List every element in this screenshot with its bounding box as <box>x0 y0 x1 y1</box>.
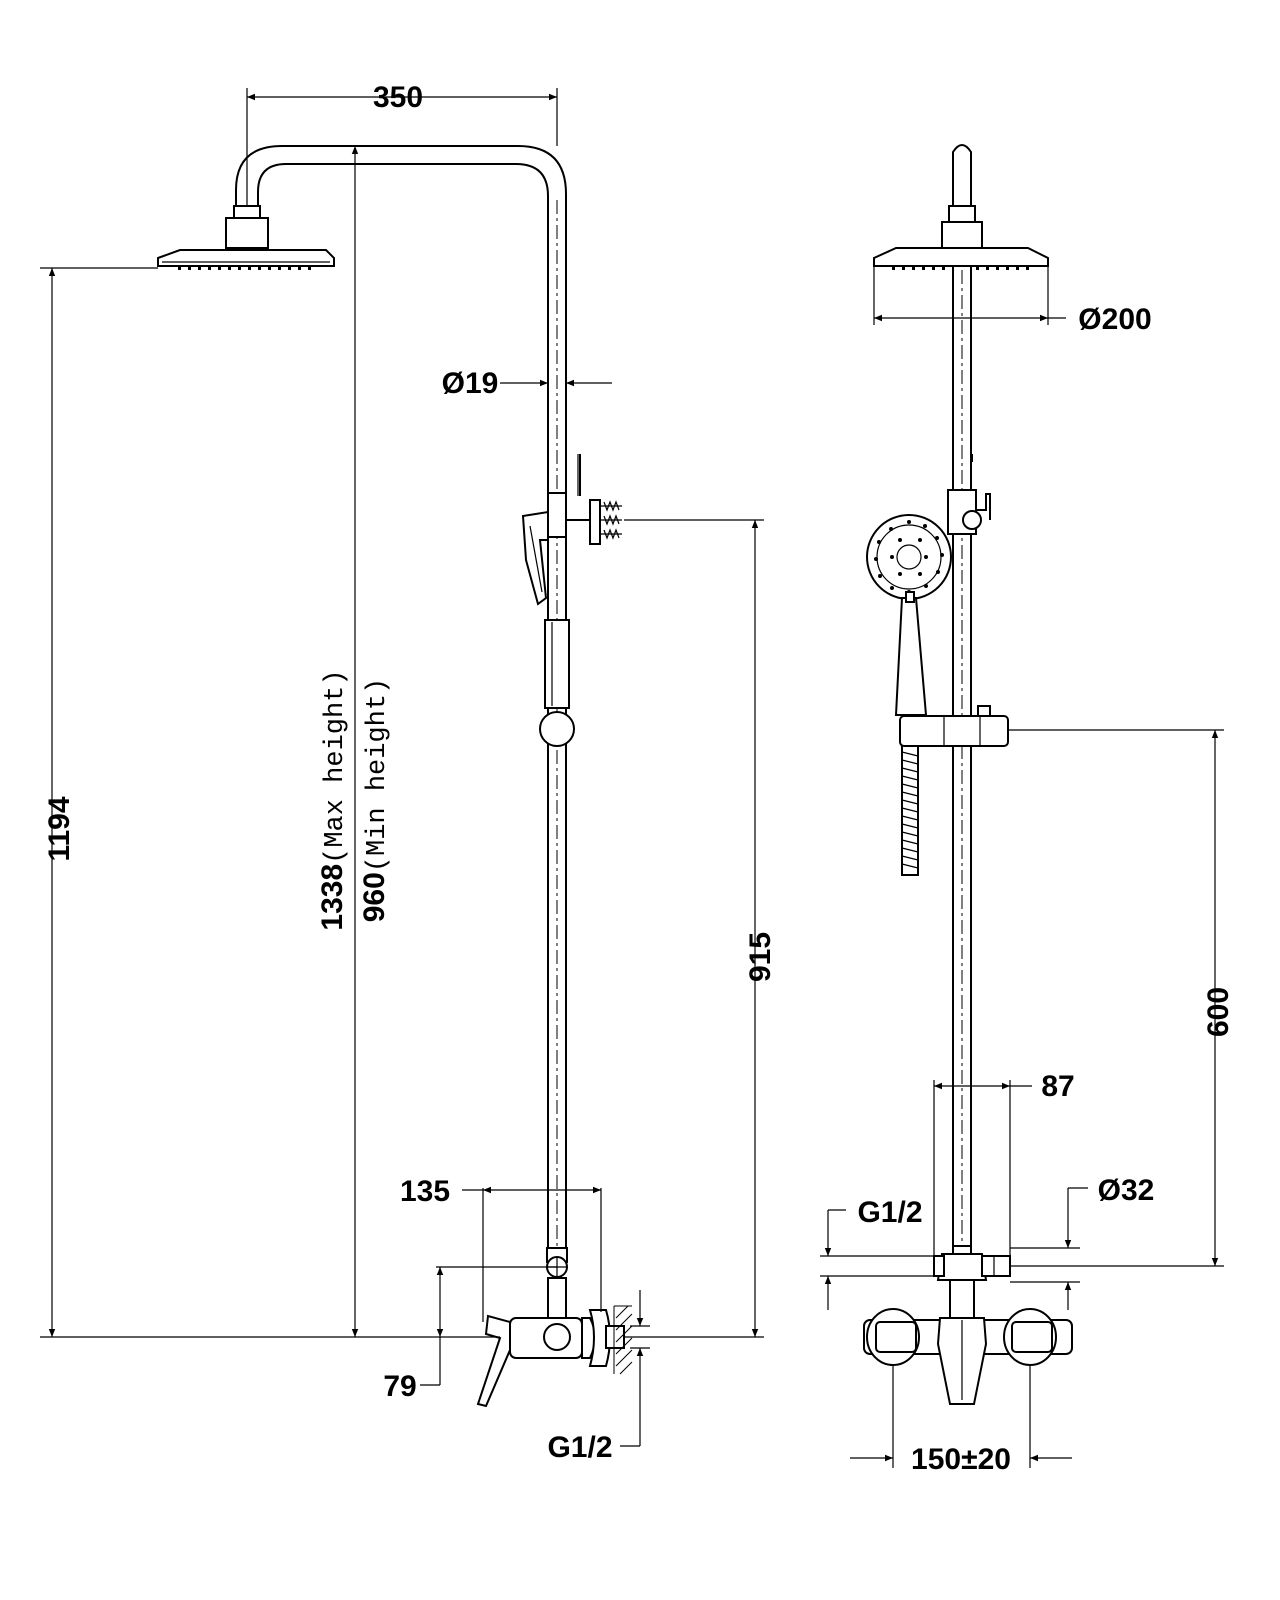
dim-mixer-depth: 135 <box>400 1175 450 1208</box>
dim-outlet-diameter: Ø32 <box>1098 1174 1155 1207</box>
side-view: 350 Ø19 1194 1338(Max height) 960(Min he… <box>40 81 777 1464</box>
dim-min-height-value: 960 <box>358 872 391 922</box>
slider-knob <box>539 711 575 747</box>
dim-holder-height: 915 <box>744 932 777 982</box>
mixer-side <box>476 1309 625 1408</box>
dim-max-height-note: (Max height) <box>321 669 351 863</box>
dim-inlet-thread: G1/2 <box>547 1431 612 1464</box>
dim-outlet-thread: G1/2 <box>857 1196 922 1229</box>
dim-min-height-note: (Min height) <box>363 678 393 872</box>
shower-arm <box>235 145 567 1258</box>
dim-wall-offset: 79 <box>383 1370 416 1403</box>
slider-front <box>899 715 1009 747</box>
dim-head-diameter: Ø200 <box>1078 303 1151 336</box>
rain-shower-head-side <box>157 249 335 270</box>
svg-text:960(Min height): 960(Min height) <box>358 678 393 923</box>
dim-slider-height: 600 <box>1202 987 1235 1037</box>
dim-head-height: 1194 <box>43 796 76 861</box>
dim-pipe-diameter: Ø19 <box>442 367 499 400</box>
shower-hose <box>901 744 919 876</box>
dim-arm-length: 350 <box>373 81 423 114</box>
dim-inlet-centers: 150±20 <box>911 1443 1011 1476</box>
dim-max-height-value: 1338 <box>316 864 349 931</box>
hand-shower-side <box>521 510 549 606</box>
rain-shower-head-front <box>873 247 1049 270</box>
mixer-front <box>863 1308 1073 1405</box>
front-view: Ø200 600 87 Ø32 G1/2 150±20 <box>820 144 1235 1476</box>
svg-text:1338(Max height): 1338(Max height) <box>316 669 351 930</box>
wall-hatch-side <box>613 1305 633 1375</box>
dim-mixer-width: 87 <box>1041 1070 1074 1103</box>
wall-bracket-side <box>547 454 622 545</box>
hand-shower-front <box>866 514 952 716</box>
